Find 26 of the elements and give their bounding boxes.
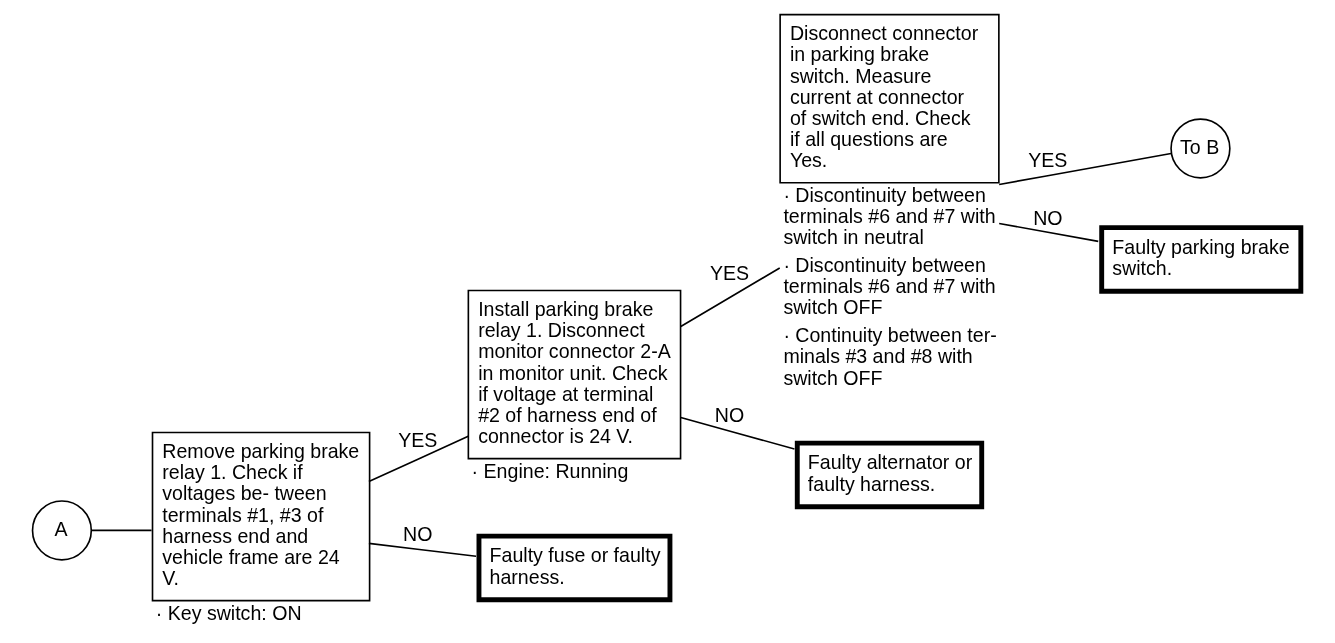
node-box: Faulty alternator or faulty harness. — [794, 440, 985, 510]
node-box: Faulty fuse or faulty harness. — [476, 533, 673, 603]
connector — [679, 267, 781, 328]
edge-label: YES — [1028, 149, 1068, 172]
connector — [998, 152, 1172, 186]
node-label: · Key switch: ON — [155, 601, 302, 624]
node-box: Install parking brake relay 1. Disconnect monitor connector 2-A in monitor unit. Check if voltage at terminal #2 of harness end of connector is 24 V. — [467, 289, 682, 460]
node-box: Faulty parking brake switch. — [1099, 225, 1304, 294]
connector — [368, 542, 477, 558]
node-circle: To B — [1170, 118, 1231, 179]
connector — [679, 416, 796, 450]
node-label: · Continuity between ter- minals #3 and #8 with switch OFF — [783, 324, 997, 389]
edge-label: YES — [398, 428, 438, 451]
edge-label: NO — [714, 404, 745, 427]
node-label: · Discontinuity between terminals #6 and #7 with switch in neutral — [783, 183, 996, 249]
connector — [998, 222, 1100, 243]
node-label: · Engine: Running — [471, 459, 629, 482]
node-label: · Discontinuity between terminals #6 and #7 with switch OFF — [783, 253, 996, 319]
connector — [90, 529, 153, 532]
edge-label: NO — [1033, 206, 1063, 229]
connector — [368, 435, 470, 483]
node-box: Disconnect connector in parking brake switch. Measure current at connector of switch end. Check if all questions are Yes. — [779, 13, 1000, 184]
node-box: Remove parking brake relay 1. Check if voltages be- tween terminals #1, #3 of harness end and vehicle frame are 24 V. — [151, 431, 371, 602]
edge-label: YES — [709, 262, 750, 285]
edge-label: NO — [403, 523, 433, 546]
node-circle: A — [31, 500, 93, 561]
